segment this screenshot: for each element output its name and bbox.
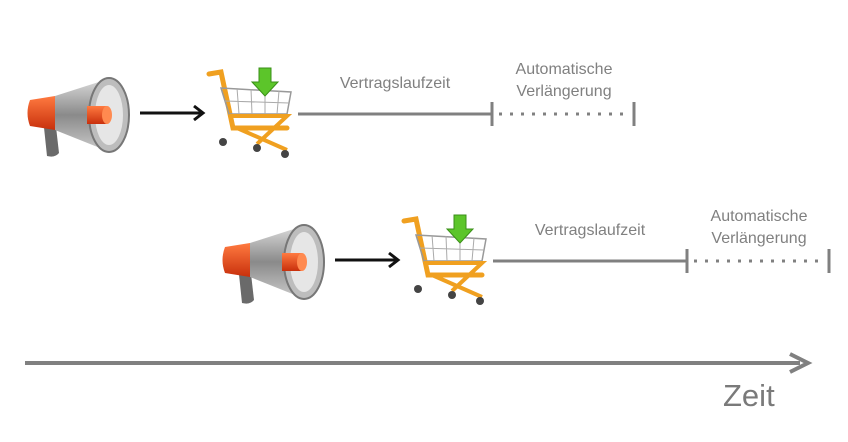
renewal-label-line1: Automatische bbox=[515, 61, 613, 78]
shopping-cart-icon bbox=[209, 68, 291, 158]
row-2 bbox=[221, 215, 831, 305]
megaphone-icon bbox=[26, 77, 130, 158]
shopping-cart-icon bbox=[404, 215, 486, 305]
arrow-icon bbox=[335, 251, 401, 269]
contract-term-label: Vertragslaufzeit bbox=[534, 222, 646, 239]
renewal-label-line1: Automatische bbox=[710, 208, 808, 225]
time-axis-label: Zeit bbox=[723, 378, 775, 413]
renewal-label-line2: Verlängerung bbox=[516, 83, 612, 100]
row-1 bbox=[26, 68, 636, 158]
time-axis bbox=[25, 352, 813, 374]
renewal-label-line2: Verlängerung bbox=[711, 230, 807, 247]
contract-term-label: Vertragslaufzeit bbox=[339, 75, 451, 92]
megaphone-icon bbox=[221, 224, 325, 305]
arrow-icon bbox=[140, 104, 206, 122]
